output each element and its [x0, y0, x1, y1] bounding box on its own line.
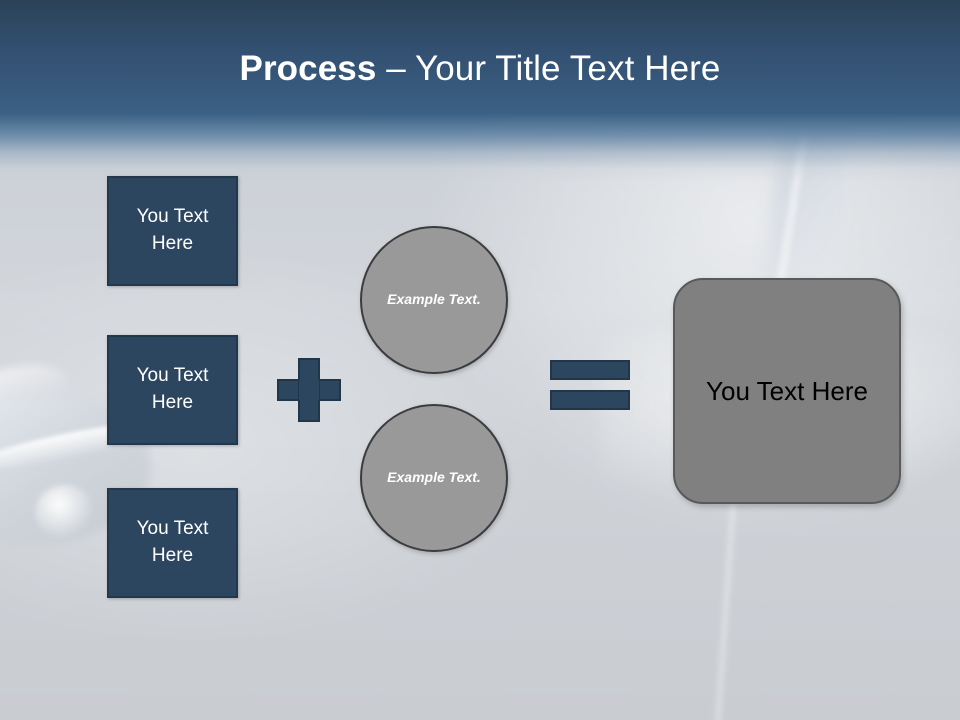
input-box-2-label: You Text Here [136, 365, 209, 413]
plus-icon [277, 358, 341, 422]
factor-circle-1[interactable]: Example Text. [360, 226, 508, 374]
page-title-rest: – Your Title Text Here [376, 49, 721, 88]
plus-icon-center [299, 380, 319, 400]
equals-icon [550, 360, 630, 410]
result-box[interactable]: You Text Here [673, 278, 901, 504]
input-box-3-label: You Text Here [136, 518, 209, 566]
input-box-2[interactable]: You Text Here [107, 335, 238, 445]
result-box-label: You Text Here [706, 375, 868, 406]
factor-circle-2[interactable]: Example Text. [360, 404, 508, 552]
equals-icon-bottom-bar [550, 390, 630, 410]
input-box-3[interactable]: You Text Here [107, 488, 238, 598]
page-title-bold: Process [239, 49, 377, 88]
header-band [0, 0, 960, 182]
equals-icon-top-bar [550, 360, 630, 380]
input-box-1[interactable]: You Text Here [107, 176, 238, 286]
page-title: Process – Your Title Text Here [0, 49, 960, 89]
factor-circle-2-label: Example Text. [387, 469, 481, 486]
background-mirror-highlight [35, 485, 95, 540]
input-box-1-label: You Text Here [136, 206, 209, 254]
factor-circle-1-label: Example Text. [387, 291, 481, 308]
